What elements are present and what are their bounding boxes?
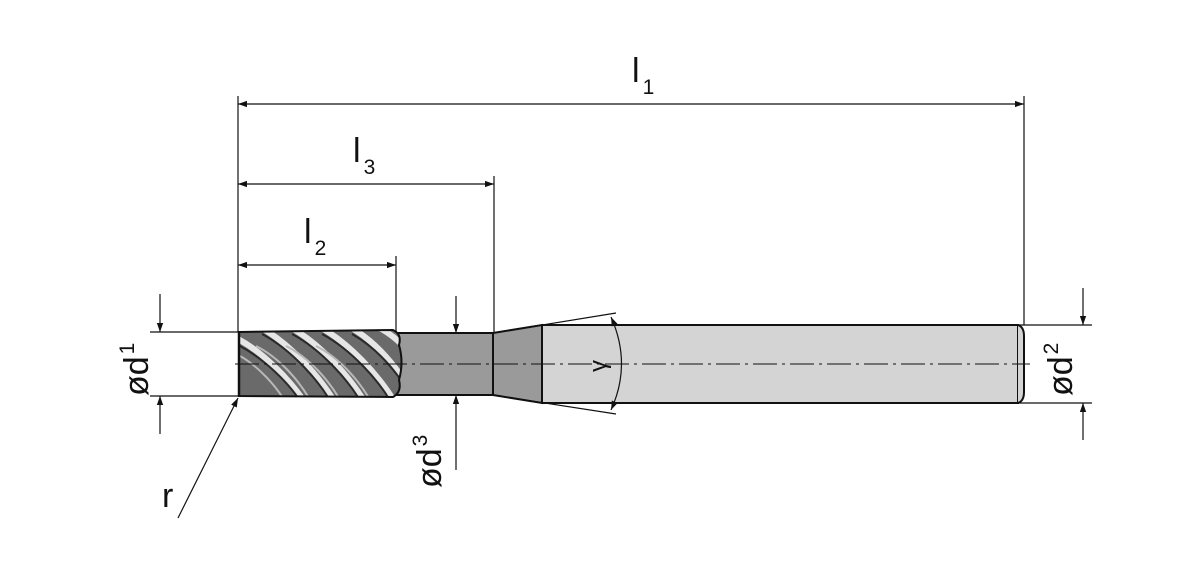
label-gamma: γ (585, 360, 612, 372)
dimension-lines (156, 100, 1087, 519)
label-d2: ød2 (1040, 343, 1080, 396)
flute-section (239, 330, 402, 397)
label-d3: ød3 (409, 435, 449, 488)
angle-arc (610, 316, 623, 411)
extension-lines (150, 96, 1092, 404)
label-r: r (162, 477, 173, 515)
label-d1: ød1 (116, 343, 156, 396)
